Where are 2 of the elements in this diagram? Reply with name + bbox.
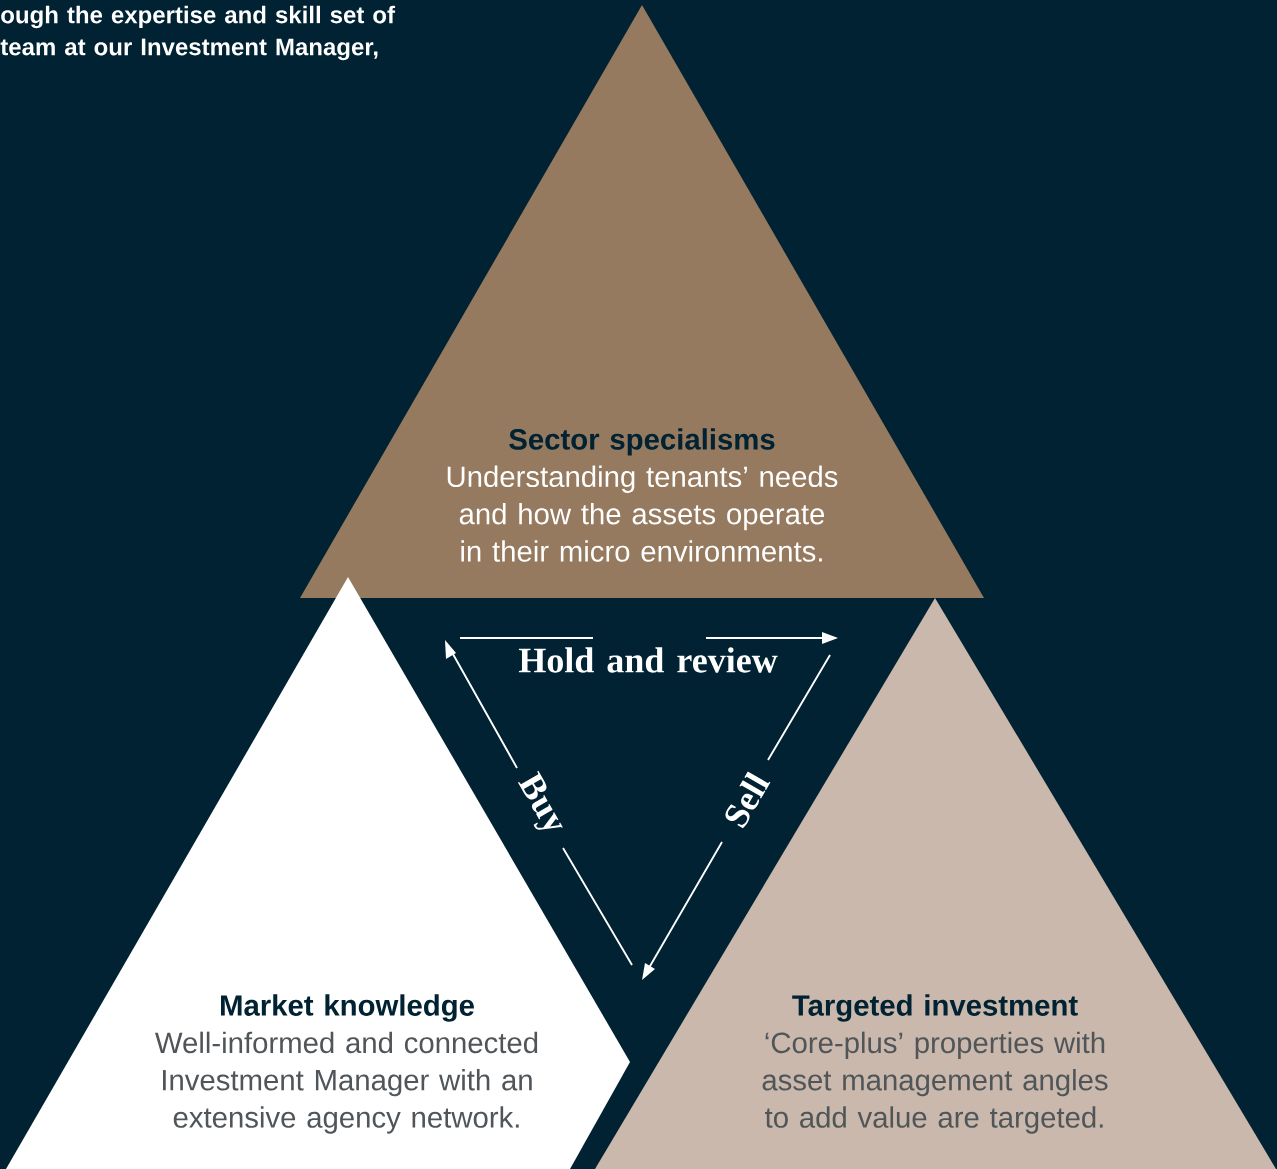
cycle-label: Sell — [725, 771, 771, 829]
cycle-label: Buy — [517, 770, 563, 830]
